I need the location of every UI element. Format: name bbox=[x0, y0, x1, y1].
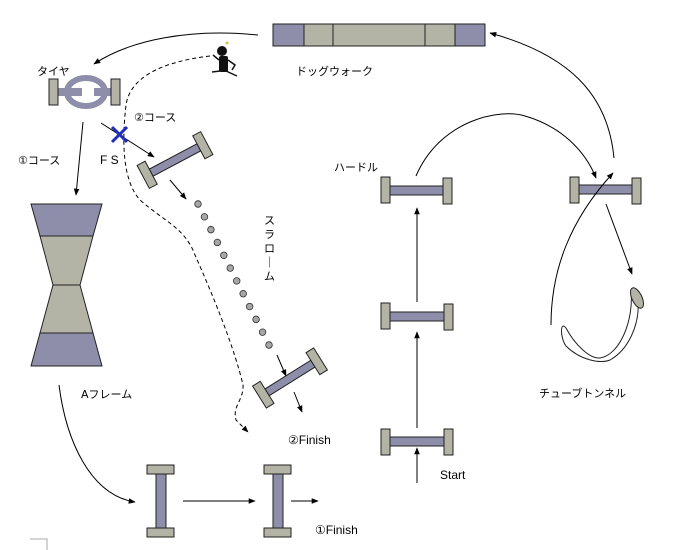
slalom-pole bbox=[258, 328, 267, 336]
slalom-pole bbox=[252, 315, 260, 324]
angled-hurdle-1 bbox=[136, 130, 214, 190]
course1-label: ①コース bbox=[18, 154, 60, 167]
path-hurdle-to-slalom bbox=[169, 179, 187, 200]
tube-tunnel-label: チューブトンネル bbox=[539, 386, 626, 400]
start-label: Start bbox=[440, 468, 466, 482]
slalom-pole bbox=[239, 290, 247, 298]
dogwalk bbox=[272, 23, 486, 47]
slalom-pole bbox=[194, 200, 202, 208]
course2-label: ②コース bbox=[134, 111, 176, 124]
hurdle-start bbox=[380, 428, 454, 456]
dogwalk-label: ドッグウォーク bbox=[296, 64, 373, 78]
running-dog-handler-icon bbox=[211, 41, 238, 77]
hurdle-top bbox=[380, 176, 453, 205]
hurdle-label: ハードル bbox=[334, 161, 378, 174]
fs-cross-marker bbox=[110, 125, 129, 144]
course2-dashed-path bbox=[123, 55, 249, 433]
path-hurdle-to-finish2 bbox=[293, 391, 303, 413]
path-hurdle-to-dogwalk bbox=[489, 31, 615, 159]
hurdle-bottom-2 bbox=[263, 464, 292, 538]
finish1-label: ①Finish bbox=[315, 523, 358, 537]
slalom-label-char: ス bbox=[264, 214, 275, 227]
hurdle-middle bbox=[380, 302, 454, 331]
corner-mark bbox=[30, 538, 48, 550]
path-aframe-to-hurdle bbox=[58, 384, 136, 504]
slalom-pole bbox=[220, 251, 228, 259]
slalom-label-char: ム bbox=[264, 270, 275, 283]
slalom-label-char: ラ bbox=[264, 228, 275, 241]
slalom-pole bbox=[200, 213, 209, 221]
slalom bbox=[194, 200, 273, 349]
slalom-pole bbox=[226, 264, 234, 272]
path-hurdle-to-tunnel bbox=[605, 203, 633, 275]
angled-hurdle-2 bbox=[251, 347, 329, 409]
fs-label: F S bbox=[100, 153, 119, 167]
aframe bbox=[30, 203, 103, 367]
slalom-pole bbox=[233, 277, 241, 285]
path-slalom-to-hurdle bbox=[276, 354, 287, 377]
tire bbox=[48, 75, 121, 109]
hurdle-right bbox=[569, 176, 642, 205]
path-tunnel-to-hurdle bbox=[550, 172, 614, 326]
path-hurdle3-to-hurdle4 bbox=[415, 113, 597, 179]
slalom-pole bbox=[207, 225, 215, 234]
tire-label: タイヤ bbox=[37, 65, 70, 78]
slalom-pole bbox=[245, 302, 254, 311]
slalom-label: ス ラ ロ ｜ ム bbox=[264, 214, 275, 283]
slalom-label-char: ロ bbox=[264, 242, 275, 255]
path-tire-to-aframe bbox=[73, 121, 84, 196]
path-dogwalk-to-tire bbox=[93, 32, 259, 65]
tube-tunnel bbox=[561, 287, 644, 362]
path-tire-to-angled-hurdle bbox=[100, 122, 155, 158]
slalom-pole bbox=[213, 238, 222, 247]
slalom-label-char: ｜ bbox=[264, 256, 275, 269]
finish2-label: ②Finish bbox=[288, 433, 331, 447]
aframe-label: Aフレーム bbox=[81, 388, 132, 401]
slalom-pole bbox=[265, 341, 273, 349]
hurdle-bottom-1 bbox=[146, 464, 175, 538]
